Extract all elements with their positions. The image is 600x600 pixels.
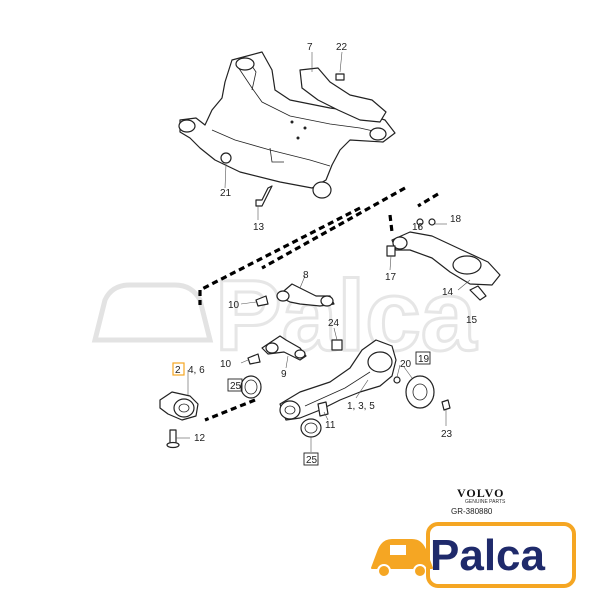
callout-16: 16 (412, 222, 424, 233)
callout-25-upper-box (227, 378, 243, 392)
bolt-12-head (166, 441, 180, 449)
ring-25-upper-inner (244, 379, 258, 395)
bracket-bush-inner (178, 403, 190, 413)
bracket-bush (173, 398, 195, 418)
subframe-mount (369, 127, 387, 141)
palca-car-window (390, 545, 406, 555)
callout-11: 11 (325, 420, 336, 431)
callout-10-upper: 10 (228, 300, 240, 311)
volvo-brand-block: VOLVO GENUINE PARTS GR-380880 (451, 486, 506, 516)
callout-9: 9 (281, 369, 287, 380)
knuckle-hub-seat (367, 351, 393, 373)
guide-line (388, 214, 394, 233)
brand-name: VOLVO (457, 486, 504, 500)
upper-arm-8 (255, 283, 335, 307)
hub-flange (405, 375, 435, 409)
ring-25-upper (240, 375, 262, 399)
bolt-hole (296, 136, 300, 140)
arm-14-bush (392, 236, 408, 250)
callout-7: 7 (307, 42, 313, 53)
bolt-17 (386, 245, 396, 257)
bolt-13 (255, 185, 273, 207)
subframe-edge (235, 63, 383, 134)
bolt-24 (331, 339, 343, 351)
callout-19: 19 (418, 354, 430, 365)
callout-13: 13 (253, 222, 265, 233)
callout-25-lower-box (303, 452, 319, 466)
guide-line (204, 398, 256, 422)
ring-25-lower-inner (304, 422, 318, 434)
callout-19-box (415, 351, 431, 365)
subframe-mount (235, 57, 255, 71)
watermark-car-icon (91, 282, 214, 343)
callout-23: 23 (441, 429, 453, 440)
guide-line (417, 192, 439, 208)
bush-21 (220, 152, 232, 164)
callout-22: 22 (336, 42, 348, 53)
subframe-mount (178, 119, 196, 133)
rear-subframe (178, 51, 396, 199)
callout-21: 21 (220, 188, 232, 199)
bracket (269, 147, 284, 163)
leader-lines (176, 51, 471, 452)
bolt-15 (469, 285, 487, 301)
callout-17: 17 (385, 272, 397, 283)
trailing-arm-knuckle (279, 339, 401, 421)
palca-car-wheel (413, 564, 427, 578)
bolt-23 (441, 399, 451, 411)
arm-9-bush (294, 349, 306, 359)
trailing-arm-edge (304, 371, 371, 407)
ring-25-lower (300, 418, 322, 438)
callout-2: 2 (175, 365, 181, 376)
bolt-22 (335, 73, 345, 81)
washer-18 (428, 218, 436, 226)
brand-subtitle: GENUINE PARTS (465, 499, 506, 505)
callout-4-6: 4, 6 (188, 365, 205, 376)
arm-9-bush (265, 342, 279, 354)
diagram-code: GR-380880 (451, 507, 493, 516)
callout-2-highlight-box (172, 362, 185, 376)
bolt-11 (317, 401, 329, 417)
palca-logo: Palca (371, 522, 576, 588)
trailing-arm-bush-inner (284, 405, 296, 415)
guide-line (261, 186, 406, 270)
subframe-mount (312, 181, 332, 199)
palca-logo-text: Palca (430, 531, 546, 580)
arm-14-seat (452, 255, 482, 275)
hub-center (412, 383, 428, 401)
callout-24: 24 (328, 318, 340, 329)
palca-car-wheel (377, 564, 391, 578)
callout-12: 12 (194, 433, 206, 444)
callout-14: 14 (442, 287, 454, 298)
trailing-arm-bush (279, 400, 301, 420)
bolt-hole (290, 120, 294, 124)
callout-10-lower: 10 (220, 359, 232, 370)
bolt-hole (303, 126, 307, 130)
heat-shield (299, 67, 387, 123)
callout-25-lower: 25 (306, 455, 318, 466)
arm-9 (247, 335, 307, 365)
wheel-hub (405, 375, 451, 411)
arm-8-bush (320, 295, 334, 307)
callout-1-3-5: 1, 3, 5 (347, 401, 375, 412)
arm-8-bush (276, 290, 290, 302)
callout-20: 20 (400, 359, 412, 370)
bushing-bracket (159, 391, 199, 449)
bolt-10b (247, 353, 261, 365)
callout-25-upper: 25 (230, 381, 242, 392)
callout-18: 18 (450, 214, 462, 225)
callout-labels: 7 22 21 13 18 16 17 14 15 8 10 24 10 9 2… (172, 42, 478, 466)
callout-15: 15 (466, 315, 478, 326)
palca-logo-frame (426, 522, 576, 588)
lower-control-arm (386, 218, 501, 301)
shield-20 (393, 376, 401, 384)
callout-8: 8 (303, 270, 309, 281)
trailing-arm-body (279, 339, 397, 421)
bolt-10a (255, 295, 269, 307)
